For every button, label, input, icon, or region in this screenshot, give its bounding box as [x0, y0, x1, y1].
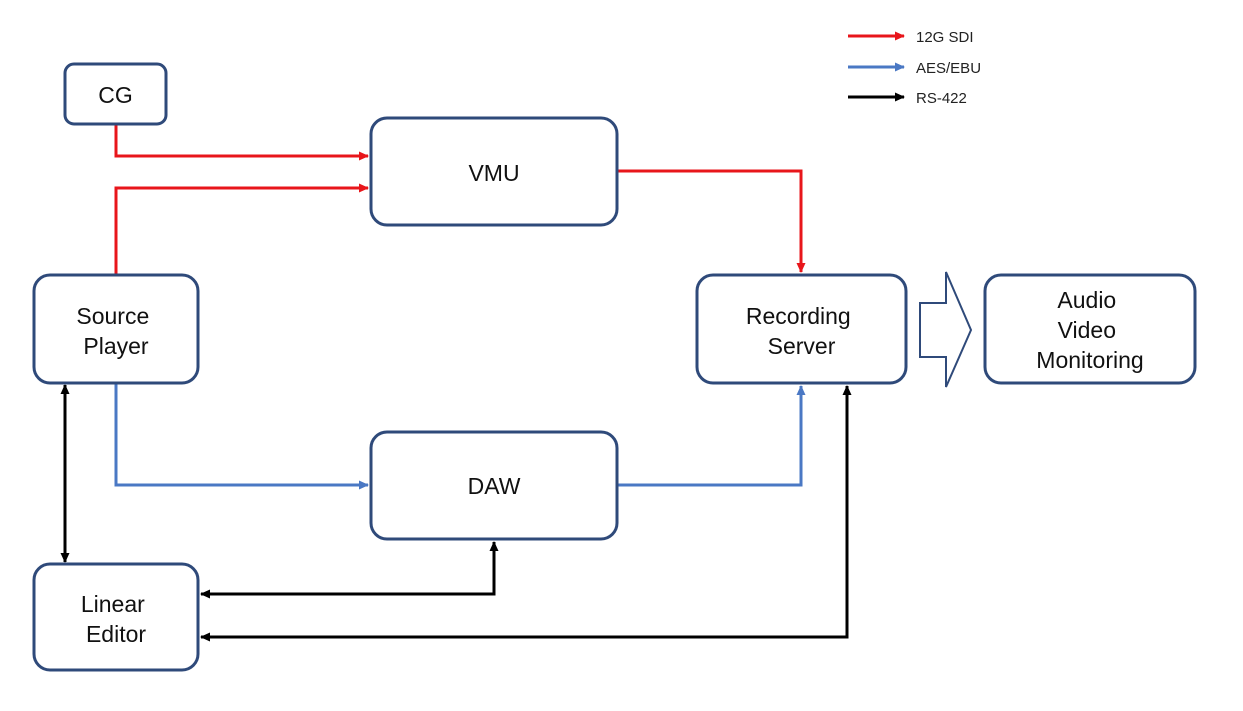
node-cg: CG — [63, 62, 168, 126]
node-vmu: VMU — [369, 116, 619, 227]
legend-item-sdi: 12G SDI — [848, 29, 974, 46]
edge-daw-to-recording-server — [618, 385, 806, 487]
node-cg-label: CG — [98, 82, 133, 108]
edge-source-player-to-daw — [114, 384, 369, 490]
node-recording-server-label: Recording Server — [746, 303, 857, 359]
legend-label-aes: AES/EBU — [916, 60, 981, 77]
legend-item-rs422: RS-422 — [848, 90, 967, 107]
node-monitoring-label: Audio Video Monitoring — [1036, 287, 1143, 373]
output-arrow — [919, 271, 973, 388]
node-source-player-label: Source Player — [76, 303, 155, 359]
legend-label-rs422: RS-422 — [916, 90, 967, 107]
node-vmu-label: VMU — [468, 160, 519, 186]
node-recording-server-box — [695, 273, 908, 385]
node-source-player-box — [32, 273, 200, 385]
node-monitoring: Audio Video Monitoring — [983, 273, 1197, 385]
edge-vmu-to-recording-server — [618, 169, 806, 273]
edge-linear-editor-recording-server — [200, 385, 852, 642]
node-daw: DAW — [369, 430, 619, 541]
node-daw-box — [369, 430, 619, 541]
node-linear-editor-box — [32, 562, 200, 672]
node-recording-server: Recording Server — [695, 273, 908, 385]
edge-source-player-to-vmu — [114, 183, 369, 274]
edge-cg-to-vmu — [114, 124, 369, 161]
node-monitoring-box — [983, 273, 1197, 385]
legend: 12G SDI AES/EBU RS-422 — [848, 29, 981, 107]
legend-label-sdi: 12G SDI — [916, 29, 974, 46]
node-cg-box — [63, 62, 168, 126]
edge-linear-editor-daw — [200, 541, 499, 599]
node-vmu-box — [369, 116, 619, 227]
legend-item-aes: AES/EBU — [848, 60, 981, 77]
node-source-player: Source Player — [32, 273, 200, 385]
node-linear-editor-label: Linear Editor — [81, 591, 151, 647]
node-daw-label: DAW — [468, 473, 521, 499]
node-linear-editor: Linear Editor — [32, 562, 200, 672]
